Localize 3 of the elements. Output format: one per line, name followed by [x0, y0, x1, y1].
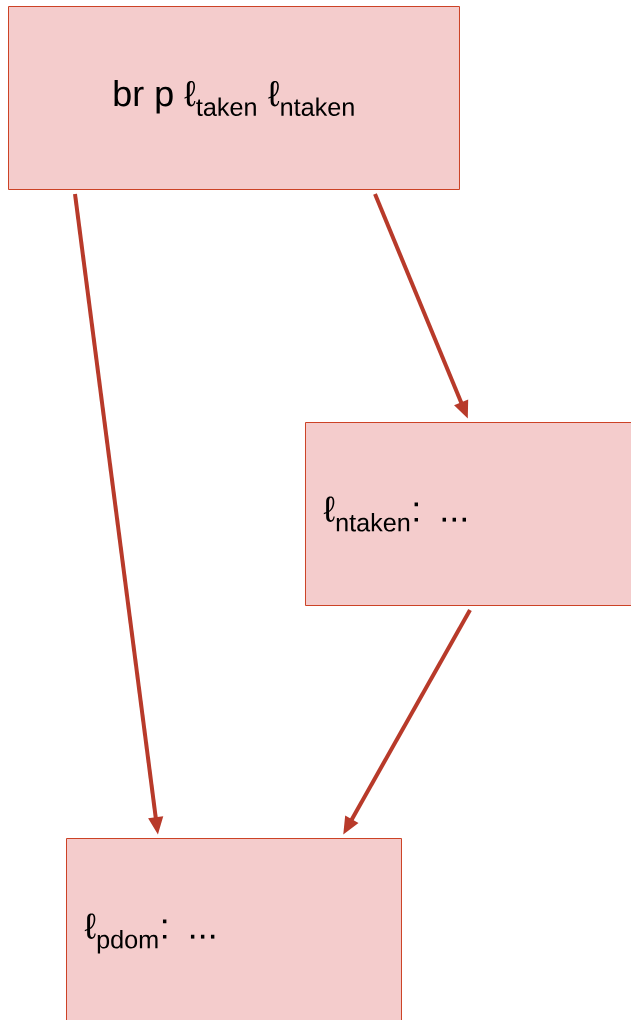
process-box: ℓ$_{ntaken}$: ...: [305, 422, 631, 606]
process-box: ℓ$_{pdom}$: ...: [66, 838, 402, 1020]
process-box: br p ℓ$_{taken}$ ℓ$_{ntaken}$: [8, 6, 460, 190]
